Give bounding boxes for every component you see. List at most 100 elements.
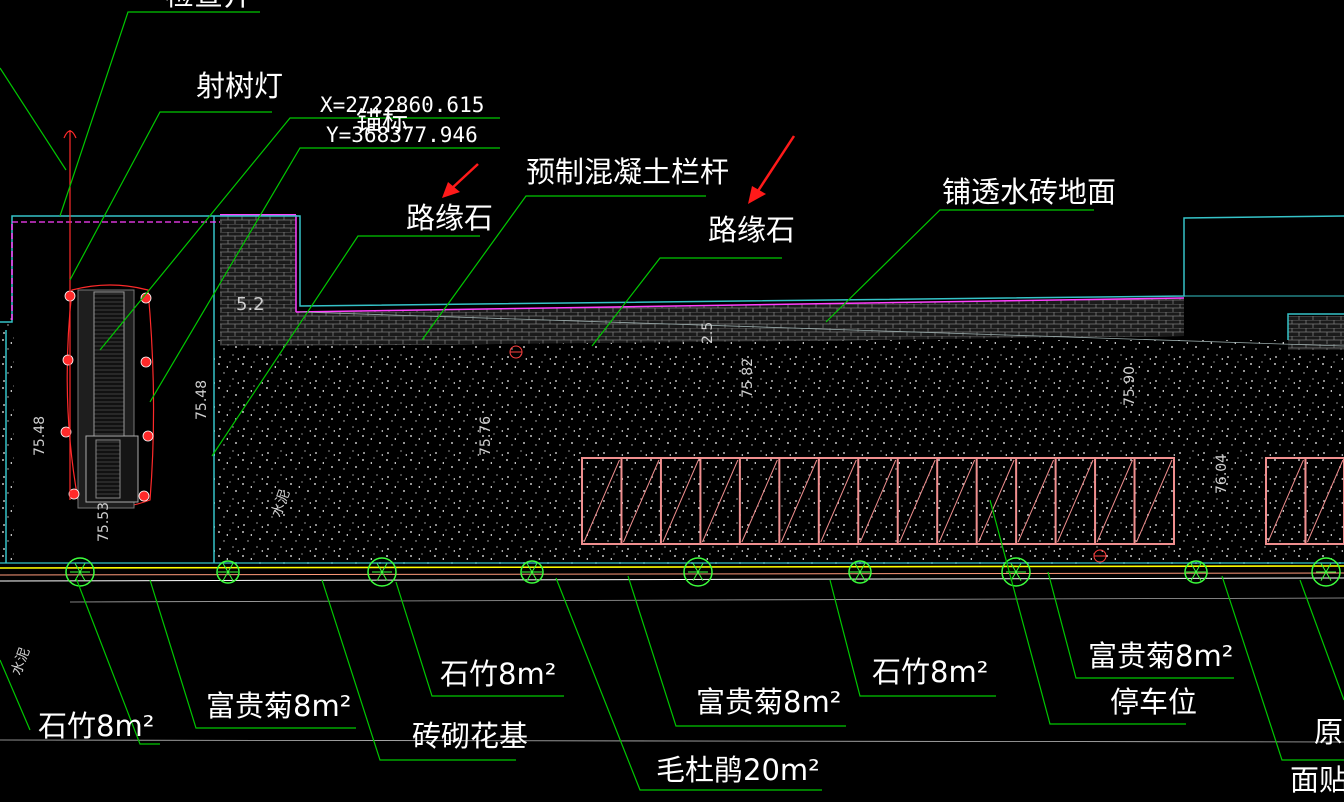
shizhu-label-a: 石竹8m² <box>38 709 154 743</box>
dim-75-53: 75.53 <box>96 502 112 542</box>
shrub-spoke <box>531 571 538 581</box>
shrub-spoke <box>1320 571 1327 581</box>
shrub-spoke <box>854 571 861 581</box>
shrub-spoke <box>79 571 86 581</box>
shrub-spoke <box>79 563 86 573</box>
red-axis-hook <box>63 130 77 139</box>
shrub-spoke <box>526 563 533 573</box>
parking-diagonal <box>899 459 936 543</box>
parking-label: 停车位 <box>1110 685 1197 719</box>
azalea-label: 毛杜鹃20m² <box>656 753 820 787</box>
shrub-spoke <box>1325 571 1332 581</box>
dim-75-48-right: 75.48 <box>194 380 210 420</box>
shrub-spoke <box>697 571 704 581</box>
shrub-spoke <box>859 563 866 573</box>
pointer-arrow-right <box>748 135 796 204</box>
parking-diagonal <box>859 459 897 543</box>
dim-5-2: 5.2 <box>236 294 265 315</box>
shrub-spoke <box>1195 571 1202 581</box>
dim-75-48-left: 75.48 <box>32 416 48 456</box>
shrub-spoke <box>376 563 383 573</box>
shrub-spoke <box>526 571 533 581</box>
orig-cut-label: 原 <box>1314 715 1343 749</box>
shrub-spoke <box>859 571 866 581</box>
shrub-spoke <box>531 563 538 573</box>
shrub-spoke <box>854 563 861 573</box>
parking-diagonal <box>701 459 739 543</box>
shrub-symbol <box>1001 557 1031 587</box>
dim-2-5: 2.5 <box>700 322 716 344</box>
shrub-spoke <box>1190 563 1197 573</box>
parking-diagonal <box>1096 459 1133 543</box>
dim-75-76: 75.76 <box>478 416 494 456</box>
parking-diagonal <box>780 459 818 543</box>
permeable-paving-label: 铺透水砖地面 <box>942 175 1116 209</box>
survey-markers <box>509 345 1107 563</box>
curb-left-label: 路缘石 <box>406 201 493 235</box>
parking-diagonal <box>978 459 1015 543</box>
fuguiju-label-b: 富贵菊8m² <box>696 685 841 719</box>
parking-stalls[interactable] <box>581 457 1344 545</box>
shrub-spoke <box>1010 563 1017 573</box>
shrub-symbol <box>683 557 713 587</box>
parking-diagonal <box>741 459 778 543</box>
shrub-symbol <box>65 557 95 587</box>
parking-diagonal <box>1136 459 1173 543</box>
shrub-spoke <box>692 563 699 573</box>
fuguiju-label-c: 富贵菊8m² <box>1088 639 1233 673</box>
parking-diagonal <box>1307 459 1344 543</box>
shrub-spoke <box>1320 563 1327 573</box>
shrub-symbol <box>1311 557 1341 587</box>
shrub-spoke <box>227 571 234 581</box>
shrub-spoke <box>222 563 229 573</box>
pointer-arrow-left <box>442 163 479 198</box>
annotation-labels: 检查井 射树灯 X=2722860.615 Y=368377.946 锚标 预制… <box>38 0 1344 797</box>
parking-outline <box>581 457 1175 545</box>
curb-right-label: 路缘石 <box>708 213 795 247</box>
shrub-symbol <box>216 560 240 584</box>
parking-diagonal <box>1057 459 1094 543</box>
shrub-spoke <box>227 563 234 573</box>
face-cut-label: 面贴 <box>1290 763 1344 797</box>
shrub-spoke <box>1015 563 1022 573</box>
shrub-spoke <box>692 571 699 581</box>
shrub-symbol <box>1184 560 1208 584</box>
shrub-spoke <box>1190 571 1197 581</box>
parking-diagonal <box>1267 459 1304 543</box>
shrub-spoke <box>381 563 388 573</box>
parking-diagonal <box>583 459 620 543</box>
shrub-spoke <box>697 563 704 573</box>
shrub-symbol <box>367 557 397 587</box>
shrub-symbol <box>520 560 544 584</box>
parking-stall-partial <box>1304 457 1344 545</box>
shrub-spoke <box>1195 563 1202 573</box>
parking-diagonal <box>938 459 976 543</box>
tree-light-bed[interactable] <box>66 284 155 509</box>
concrete-label-b: 水泥 <box>9 646 34 678</box>
shrub-spoke <box>74 571 81 581</box>
top-cut-label: 检查井 <box>165 0 252 12</box>
leader-lines <box>0 11 1344 791</box>
shrub-spoke <box>222 571 229 581</box>
parking-diagonal <box>662 459 699 543</box>
anchor-label: 锚标 <box>356 107 408 137</box>
brick-bed-label: 砖砌花基 <box>412 719 528 753</box>
dim-76-04: 76.04 <box>1214 454 1230 494</box>
coord-y-label: Y=368377.946 <box>326 123 478 147</box>
parking-diagonal <box>1017 459 1055 543</box>
dim-75-82: 75.82 <box>740 358 756 398</box>
coord-x-label: X=2722860.615 <box>320 93 484 117</box>
shrub-spoke <box>381 571 388 581</box>
site-outline <box>0 215 1344 563</box>
shrub-symbol <box>848 560 872 584</box>
shrub-spoke <box>1325 563 1332 573</box>
parking-diagonal <box>820 459 857 543</box>
shrub-spoke <box>1015 571 1022 581</box>
precast-rail-label: 预制混凝土栏杆 <box>526 155 729 189</box>
parking-diagonal <box>623 459 660 543</box>
shrub-spoke <box>74 563 81 573</box>
gravel-ground-area <box>0 318 1344 564</box>
fuguiju-label-a: 富贵菊8m² <box>206 689 351 723</box>
curb-lines <box>0 562 1344 743</box>
